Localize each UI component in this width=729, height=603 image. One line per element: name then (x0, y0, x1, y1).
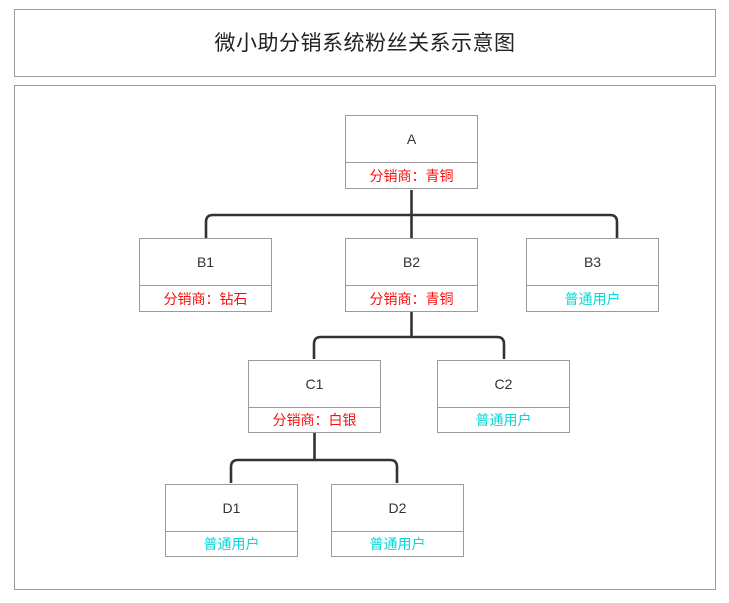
node-b2[interactable]: B2 分销商：青铜 (345, 238, 478, 312)
node-c1[interactable]: C1 分销商：白银 (248, 360, 381, 433)
node-c1-label: C1 (249, 361, 380, 408)
node-d1-role: 普通用户 (203, 536, 260, 552)
node-d1[interactable]: D1 普通用户 (165, 484, 298, 557)
node-b3-role: 普通用户 (564, 290, 621, 307)
header-panel: 微小助分销系统粉丝关系示意图 (14, 9, 716, 77)
node-a-label: A (346, 116, 477, 163)
node-a[interactable]: A 分销商：青铜 (345, 115, 478, 189)
node-d1-label: D1 (166, 485, 297, 532)
diagram-body-panel: A 分销商：青铜 B1 分销商：钻石 B2 分销商：青铜 B3 普通用户 C1 … (14, 85, 716, 590)
node-c2[interactable]: C2 普通用户 (437, 360, 570, 433)
node-b1[interactable]: B1 分销商：钻石 (139, 238, 272, 312)
edge-c1-bus (229, 458, 399, 483)
node-b2-label: B2 (346, 239, 477, 286)
node-a-role: 分销商：青铜 (369, 167, 454, 184)
connector-lines (204, 190, 619, 483)
edge-b2-bus (312, 335, 506, 359)
node-b3[interactable]: B3 普通用户 (526, 238, 659, 312)
org-tree-canvas: A 分销商：青铜 B1 分销商：钻石 B2 分销商：青铜 B3 普通用户 C1 … (15, 86, 715, 589)
node-b1-label: B1 (140, 239, 271, 286)
node-d2-label: D2 (332, 485, 463, 532)
node-d2-role: 普通用户 (369, 536, 426, 552)
node-b3-label: B3 (527, 239, 658, 286)
node-b2-role: 分销商：青铜 (369, 290, 454, 307)
node-b1-role: 分销商：钻石 (163, 290, 248, 307)
node-c2-label: C2 (438, 361, 569, 408)
node-c1-role: 分销商：白银 (272, 412, 357, 428)
node-d2[interactable]: D2 普通用户 (331, 484, 464, 557)
page-title: 微小助分销系统粉丝关系示意图 (214, 31, 516, 55)
node-c2-role: 普通用户 (475, 412, 532, 428)
